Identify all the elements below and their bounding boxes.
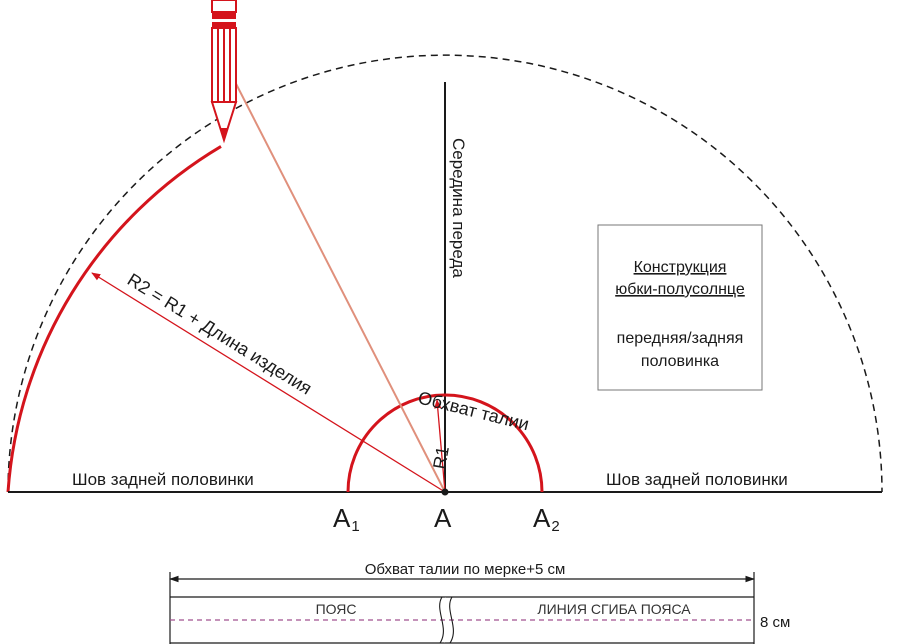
point-a1-label: А1: [333, 503, 360, 535]
waist-label: Обхват талии: [416, 387, 531, 434]
info-box-subtitle-line1: передняя/задняя: [617, 330, 744, 347]
back-seam-label-left: Шов задней половинки: [72, 470, 254, 489]
back-seam-label-right: Шов задней половинки: [606, 470, 788, 489]
belt-left-label: ПОЯС: [316, 601, 357, 617]
r1-radius-arrow: [434, 399, 446, 493]
point-a2-label: А2: [533, 503, 560, 535]
r2-radius-arrow: [91, 272, 446, 493]
center-point: [441, 488, 449, 496]
waist-arc: [346, 393, 544, 493]
pencil-icon: [210, 0, 238, 144]
r1-label: R1: [429, 445, 453, 471]
info-box: Конструкция юбки-полусолнце передняя/зад…: [597, 224, 763, 391]
info-box-subtitle-line2: половинка: [641, 353, 719, 370]
belt-right-label: ЛИНИЯ СГИБА ПОЯСА: [537, 601, 691, 617]
hem-arc-dashed: [7, 54, 883, 493]
belt-length-label: Обхват талии по мерке+5 см: [365, 561, 566, 578]
info-box-title-line1: Конструкция: [634, 259, 727, 276]
hem-arc-drawn: [6, 145, 222, 493]
info-box-title-line2: юбки-полусолнце: [615, 281, 745, 298]
belt-strip: [169, 572, 755, 644]
r2-label: R2 = R1 + Длина изделия: [124, 269, 315, 398]
belt-width-label: 8 см: [760, 614, 790, 631]
center-front-label: Середина переда: [449, 138, 468, 278]
point-a-label: А: [434, 503, 452, 533]
compass-line: [229, 71, 446, 493]
